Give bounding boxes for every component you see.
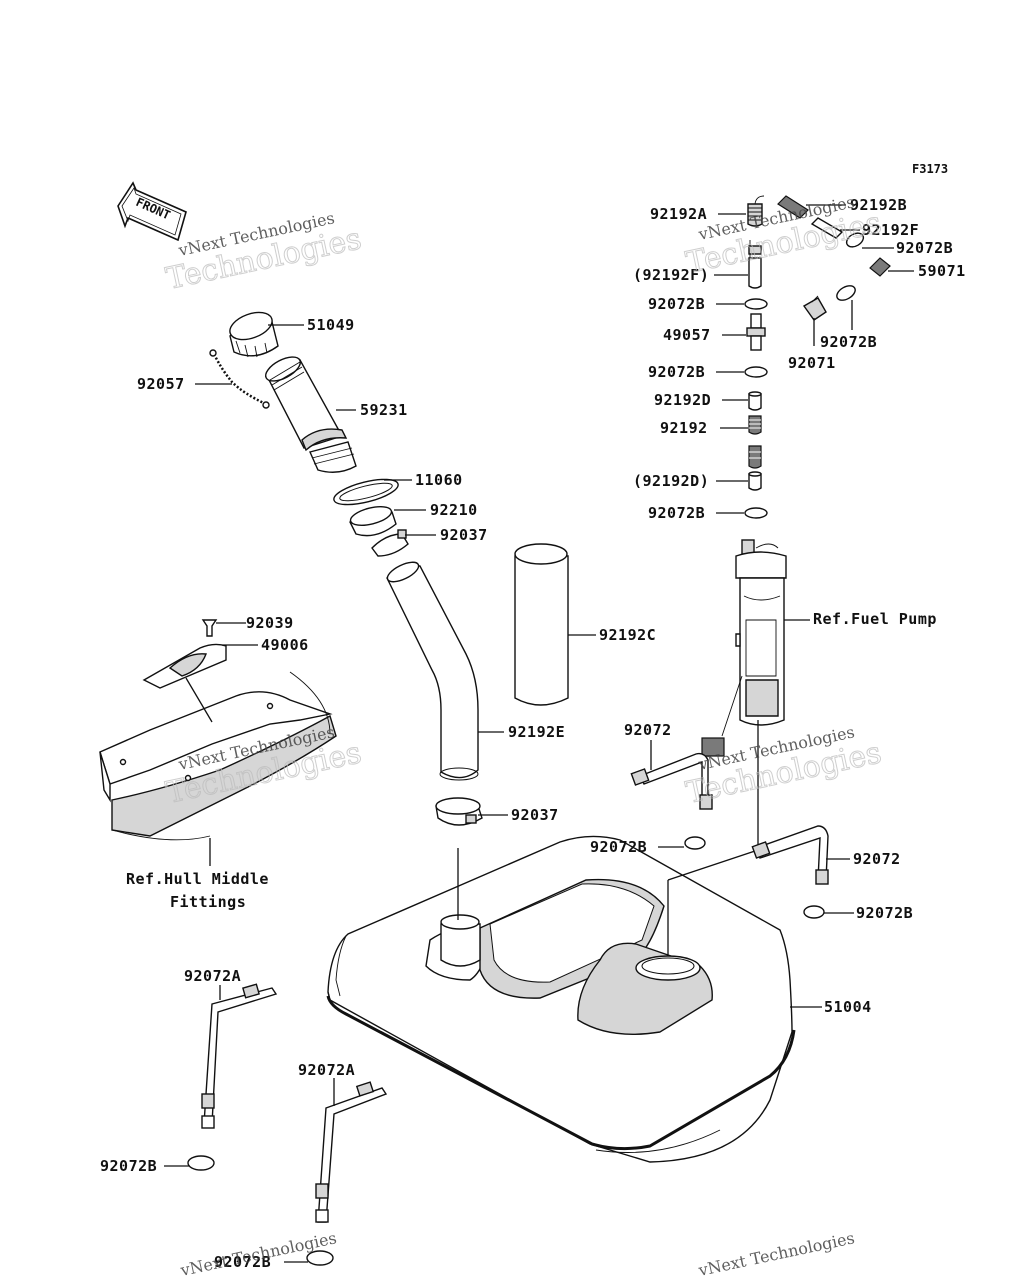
label-51004: 51004 [824, 998, 872, 1016]
label-49006: 49006 [261, 636, 309, 654]
bracket-49006 [142, 643, 227, 689]
clip-92072B-top [845, 232, 865, 248]
label-92072B-2: 92072B [648, 295, 705, 313]
strap-92072A-2 [315, 1081, 388, 1223]
fuel-cap-51049 [229, 311, 279, 358]
label-92037-upper: 92037 [440, 526, 488, 544]
label-92072B-top: 92072B [896, 239, 953, 257]
label-92192B: 92192B [850, 196, 907, 214]
clip-92039 [201, 619, 218, 637]
hose-92192D [748, 391, 762, 411]
label-92072A-2: 92072A [298, 1061, 355, 1079]
label-92072B-4: 92072B [648, 504, 705, 522]
label-92072B-5: 92072B [590, 838, 647, 856]
label-92192C: 92192C [599, 626, 656, 644]
label-92192: 92192 [660, 419, 708, 437]
label-59071: 59071 [918, 262, 966, 280]
filler-hose-92192E [386, 561, 479, 781]
label-92072B-3: 92072B [648, 363, 705, 381]
hose-92192F-paren [748, 240, 762, 289]
label-ref-hull-1: Ref.Hull Middle [126, 870, 269, 888]
label-92072B-6: 92072B [856, 904, 913, 922]
label-92072B-8: 92072B [214, 1253, 271, 1271]
cap-92071 [802, 295, 827, 321]
filler-neck-59231 [265, 356, 357, 473]
tank-pump-port [635, 955, 701, 981]
clamp-92037-upper [371, 529, 409, 557]
clip-92072B-5 [684, 836, 706, 850]
hose-92192D-paren [748, 471, 762, 491]
label-92192E: 92192E [508, 723, 565, 741]
watermark-4: vNext Technologies Technologies [683, 722, 885, 811]
label-92192D: 92192D [654, 391, 711, 409]
front-arrow-icon: FRONT [117, 181, 187, 242]
clip-92072B-4 [744, 507, 768, 519]
hose-92192B [777, 195, 809, 219]
clip-92072B-right [836, 285, 856, 301]
hose-92192 [748, 415, 762, 469]
clamp-92037-lower [435, 797, 483, 826]
fuel-pump-assembly [721, 539, 787, 737]
label-92072-b: 92072 [853, 850, 901, 868]
label-92192F-paren: (92192F) [633, 266, 709, 284]
watermark-1: vNext Technologies Technologies [163, 208, 365, 297]
sleeve-92192C [514, 543, 569, 706]
strap-92072-b [751, 825, 829, 885]
label-49057: 49057 [663, 326, 711, 344]
fuel-tank-51004 [326, 835, 796, 1163]
fitting-59071 [869, 257, 891, 277]
label-92057: 92057 [137, 375, 185, 393]
label-92072-a: 92072 [624, 721, 672, 739]
clip-92072B-6 [803, 905, 825, 919]
label-ref-fuel-pump: Ref.Fuel Pump [813, 610, 937, 628]
label-ref-hull-2: Fittings [170, 893, 246, 911]
label-11060: 11060 [415, 471, 463, 489]
tether-chain-92057 [209, 349, 270, 409]
hose-92192A [747, 195, 765, 227]
label-92072B-right: 92072B [820, 333, 877, 351]
strap-92072-a [630, 737, 725, 810]
label-92072A-1: 92072A [184, 967, 241, 985]
label-92037-lower: 92037 [511, 806, 559, 824]
label-92039: 92039 [246, 614, 294, 632]
strap-92072A-1 [201, 983, 278, 1129]
label-92192D-paren: (92192D) [633, 472, 709, 490]
valve-49057 [746, 313, 766, 351]
watermark-6: vNext Technologies [696, 1228, 856, 1280]
hose-92192F [810, 217, 844, 239]
label-92210: 92210 [430, 501, 478, 519]
clip-92072B-8 [306, 1250, 334, 1266]
svg-text:vNext Technologies: vNext Technologies [696, 1228, 856, 1280]
label-92072B-7: 92072B [100, 1157, 157, 1175]
nut-92210 [349, 506, 397, 537]
label-59231: 59231 [360, 401, 408, 419]
hull-middle-fittings [99, 671, 337, 841]
label-92071: 92071 [788, 354, 836, 372]
label-92192A: 92192A [650, 205, 707, 223]
clip-92072B-7 [187, 1155, 215, 1171]
clip-92072B-2 [744, 298, 768, 310]
label-51049: 51049 [307, 316, 355, 334]
gasket-11060 [333, 478, 399, 506]
clip-92072B-3 [744, 366, 768, 378]
tank-filler-port [440, 914, 481, 967]
label-92192F: 92192F [862, 221, 919, 239]
figure-code: F3173 [912, 162, 948, 176]
